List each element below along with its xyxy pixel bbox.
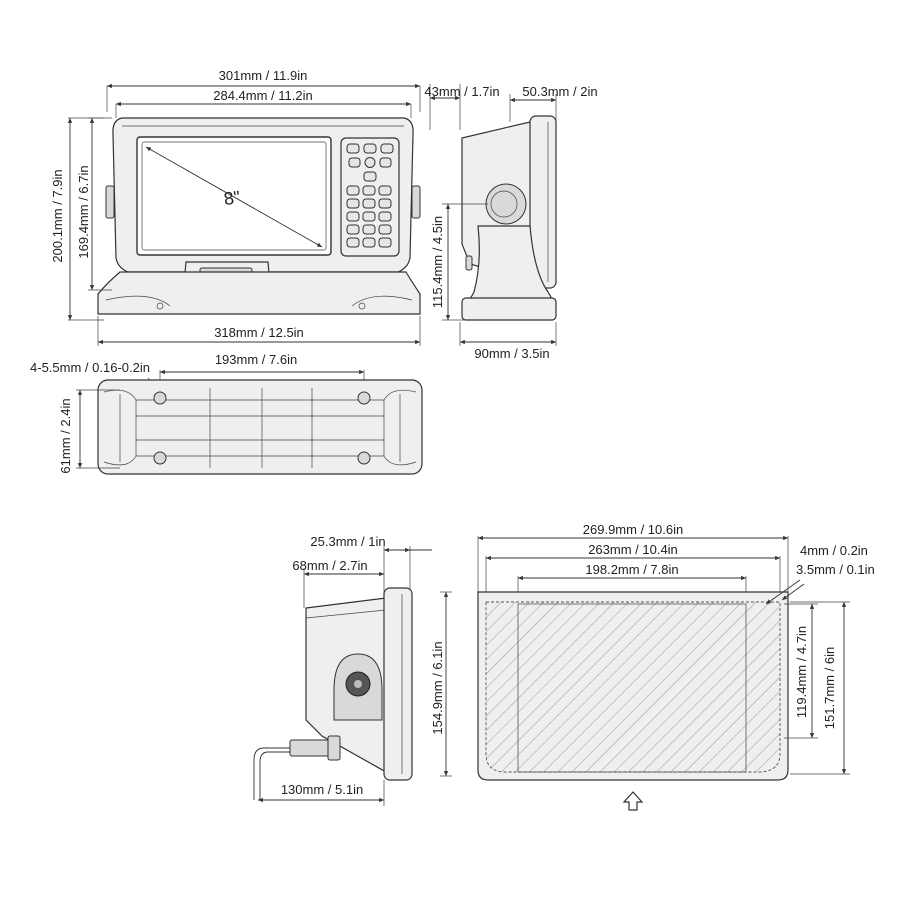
- left-knob: [105, 185, 115, 219]
- flush-bezel: [383, 587, 413, 781]
- base-plate: [97, 271, 421, 315]
- label-cutout-width: 263mm / 10.4in: [588, 542, 678, 557]
- dim-bracket-depth-61: 61mm / 2.4in: [58, 389, 120, 474]
- keypad-key: [346, 185, 360, 196]
- keypad-key: [346, 224, 360, 235]
- right-knob: [411, 185, 421, 219]
- keypad-key: [346, 237, 360, 248]
- dim-inner-height: 119.4mm / 4.7in: [784, 603, 818, 739]
- dim-hole-spacing: 193mm / 7.6in: [159, 352, 365, 392]
- keypad-key: [362, 224, 376, 235]
- label-base-width: 318mm / 12.5in: [214, 325, 304, 340]
- mount-hole: [357, 451, 371, 465]
- dim-width-inner: 284.4mm / 11.2in: [115, 88, 412, 118]
- side-view: 43mm / 1.7in 50.3mm / 2in 115.4mm / 4.5i…: [424, 84, 598, 361]
- label-inner-width: 198.2mm / 7.8in: [585, 562, 678, 577]
- keypad-key: [346, 198, 360, 209]
- label-inner-height: 119.4mm / 4.7in: [794, 626, 809, 718]
- keypad-icon: [346, 185, 392, 248]
- side-bracket-base: [461, 297, 557, 321]
- label-outer-width: 269.9mm / 10.6in: [583, 522, 683, 537]
- dim-bezel-thickness: 25.3mm / 1in: [310, 534, 432, 594]
- cable: [253, 735, 341, 800]
- keypad-key: [378, 237, 392, 248]
- label-hole-spacing: 193mm / 7.6in: [215, 352, 297, 367]
- keypad-key: [362, 211, 376, 222]
- label-bracket-depth: 90mm / 3.5in: [474, 346, 549, 361]
- label-mount-height: 115.4mm / 4.5in: [430, 216, 445, 308]
- label-width-inner: 284.4mm / 11.2in: [213, 88, 312, 103]
- keypad-key: [378, 198, 392, 209]
- mount-hole: [153, 451, 167, 465]
- dim-cutout-height: 151.7mm / 6in: [790, 601, 850, 775]
- screen-size-label: 8": [222, 187, 241, 209]
- dim-height-body: 169.4mm / 6.7in: [76, 117, 112, 291]
- arrow-up-icon: [622, 791, 644, 811]
- dpad-icon: [346, 143, 394, 182]
- keypad-key: [362, 185, 376, 196]
- dim-depth-bezel: 50.3mm / 2in: [509, 84, 598, 122]
- label-depth-body: 43mm / 1.7in: [424, 84, 499, 99]
- bracket-rib-grid: [136, 388, 384, 468]
- label-cutout-height: 151.7mm / 6in: [822, 647, 837, 729]
- bracket-plate: [97, 379, 423, 475]
- label-corner-offset-2: 3.5mm / 0.1in: [796, 562, 875, 577]
- screen-diagonal: [145, 146, 323, 248]
- label-height-body: 169.4mm / 6.7in: [76, 165, 91, 258]
- keypad-key: [378, 185, 392, 196]
- keypad-key: [362, 198, 376, 209]
- label-corner-offset-1: 4mm / 0.2in: [800, 543, 868, 558]
- flush-side-view: 25.3mm / 1in 68mm / 2.7in 130mm / 5.1in: [253, 534, 452, 806]
- keypad-key: [378, 224, 392, 235]
- bracket-view: 4-5.5mm / 0.16-0.2in 193mm / 7.6in 61mm …: [30, 352, 423, 475]
- cutout-view: 269.9mm / 10.6in 263mm / 10.4in 198.2mm …: [477, 522, 875, 811]
- dim-flush-body-depth: 68mm / 2.7in: [292, 558, 384, 608]
- dim-inner-width: 198.2mm / 7.8in: [517, 562, 747, 604]
- mount-hole: [153, 391, 167, 405]
- dim-width-outer: 301mm / 11.9in: [106, 68, 421, 112]
- connector-icon: [333, 653, 383, 721]
- dim-height-total: 200.1mm / 7.9in: [50, 117, 104, 321]
- dim-outer-width: 269.9mm / 10.6in: [477, 522, 789, 592]
- dim-flush-height: 154.9mm / 6.1in: [430, 591, 452, 777]
- label-width-outer: 301mm / 11.9in: [219, 68, 308, 83]
- cutout-hatched-area: [485, 601, 781, 773]
- dim-cable-length: 130mm / 5.1in: [258, 780, 385, 806]
- dim-bracket-depth: 90mm / 3.5in: [459, 322, 557, 361]
- label-cable-length: 130mm / 5.1in: [281, 782, 363, 797]
- dim-mount-height: 115.4mm / 4.5in: [430, 203, 488, 321]
- dim-depth-body: 43mm / 1.7in: [424, 84, 500, 130]
- label-hole-diameter: 4-5.5mm / 0.16-0.2in: [30, 360, 150, 375]
- dim-base-width: 318mm / 12.5in: [97, 316, 421, 346]
- label-bezel-thickness: 25.3mm / 1in: [310, 534, 385, 549]
- label-bracket-depth-61: 61mm / 2.4in: [58, 398, 73, 473]
- label-depth-bezel: 50.3mm / 2in: [522, 84, 597, 99]
- label-flush-body-depth: 68mm / 2.7in: [292, 558, 367, 573]
- keypad-key: [362, 237, 376, 248]
- label-height-total: 200.1mm / 7.9in: [50, 169, 65, 262]
- side-mount-knob: [485, 183, 527, 225]
- keypad-key: [378, 211, 392, 222]
- keypad-key: [346, 211, 360, 222]
- front-view: 301mm / 11.9in 284.4mm / 11.2in 8": [50, 68, 421, 346]
- mount-hole: [357, 391, 371, 405]
- label-flush-height: 154.9mm / 6.1in: [430, 641, 445, 734]
